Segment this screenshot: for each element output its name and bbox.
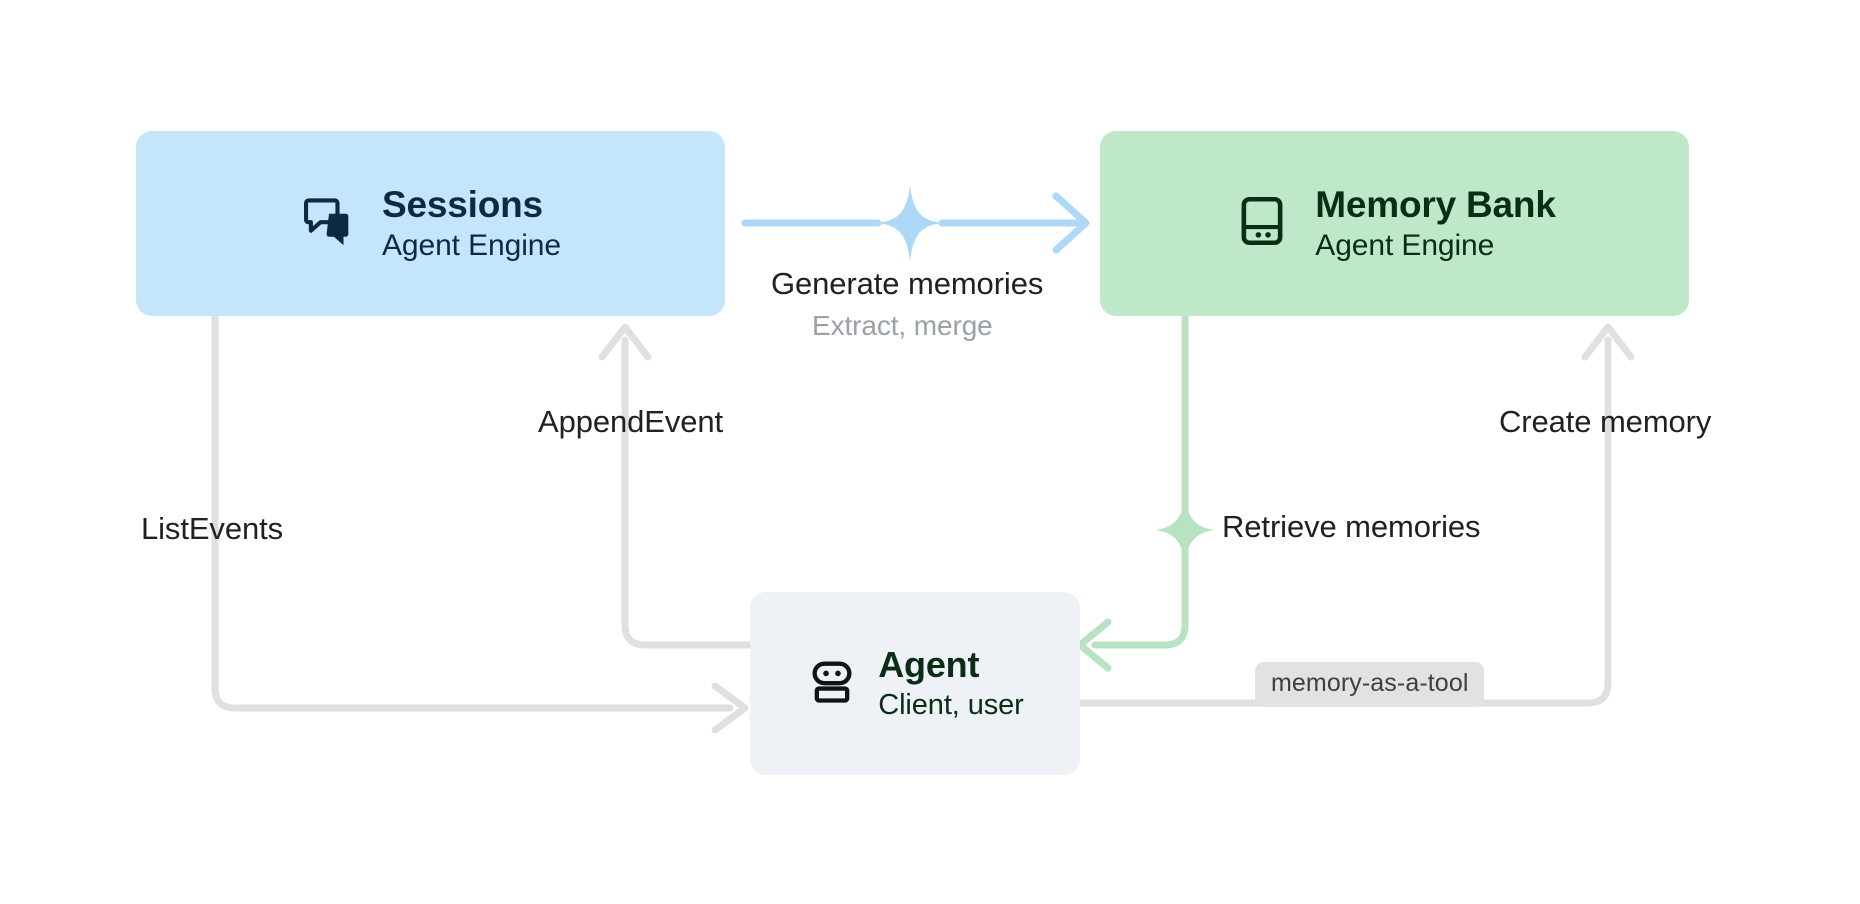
robot-icon [806, 655, 858, 712]
edge-sublabel-generate-memories: Extract, merge [812, 310, 993, 341]
node-agent-subtitle: Client, user [878, 689, 1024, 722]
node-memory-bank-title: Memory Bank [1315, 183, 1556, 225]
edge-retrieve-memories [1076, 312, 1214, 672]
edge-label-append-event: AppendEvent [538, 404, 724, 439]
edge-label-generate-memories: Generate memories [771, 266, 1044, 301]
edge-label-retrieve-memories: Retrieve memories [1222, 509, 1481, 544]
chat-bubbles-icon [300, 192, 358, 255]
edge-list-events [211, 312, 749, 734]
sparkle-icon-retrieve [1156, 497, 1214, 563]
memory-storage-icon [1233, 192, 1291, 255]
node-memory-bank-subtitle: Agent Engine [1315, 229, 1495, 263]
node-agent[interactable]: Agent Client, user [750, 592, 1080, 775]
edge-append-event [598, 323, 754, 649]
node-sessions-subtitle: Agent Engine [382, 229, 561, 263]
edge-label-list-events: ListEvents [141, 511, 284, 546]
node-agent-title: Agent [878, 644, 980, 686]
node-sessions-title: Sessions [382, 183, 543, 225]
node-sessions[interactable]: Sessions Agent Engine [136, 131, 725, 316]
edge-generate-memories [741, 185, 1090, 261]
edge-create-memory [1076, 323, 1635, 707]
chip-memory-as-a-tool: memory-as-a-tool [1255, 662, 1485, 707]
node-memory-bank[interactable]: Memory Bank Agent Engine [1100, 131, 1689, 316]
edge-label-create-memory: Create memory [1499, 404, 1712, 439]
sparkle-icon-generate [868, 185, 952, 261]
